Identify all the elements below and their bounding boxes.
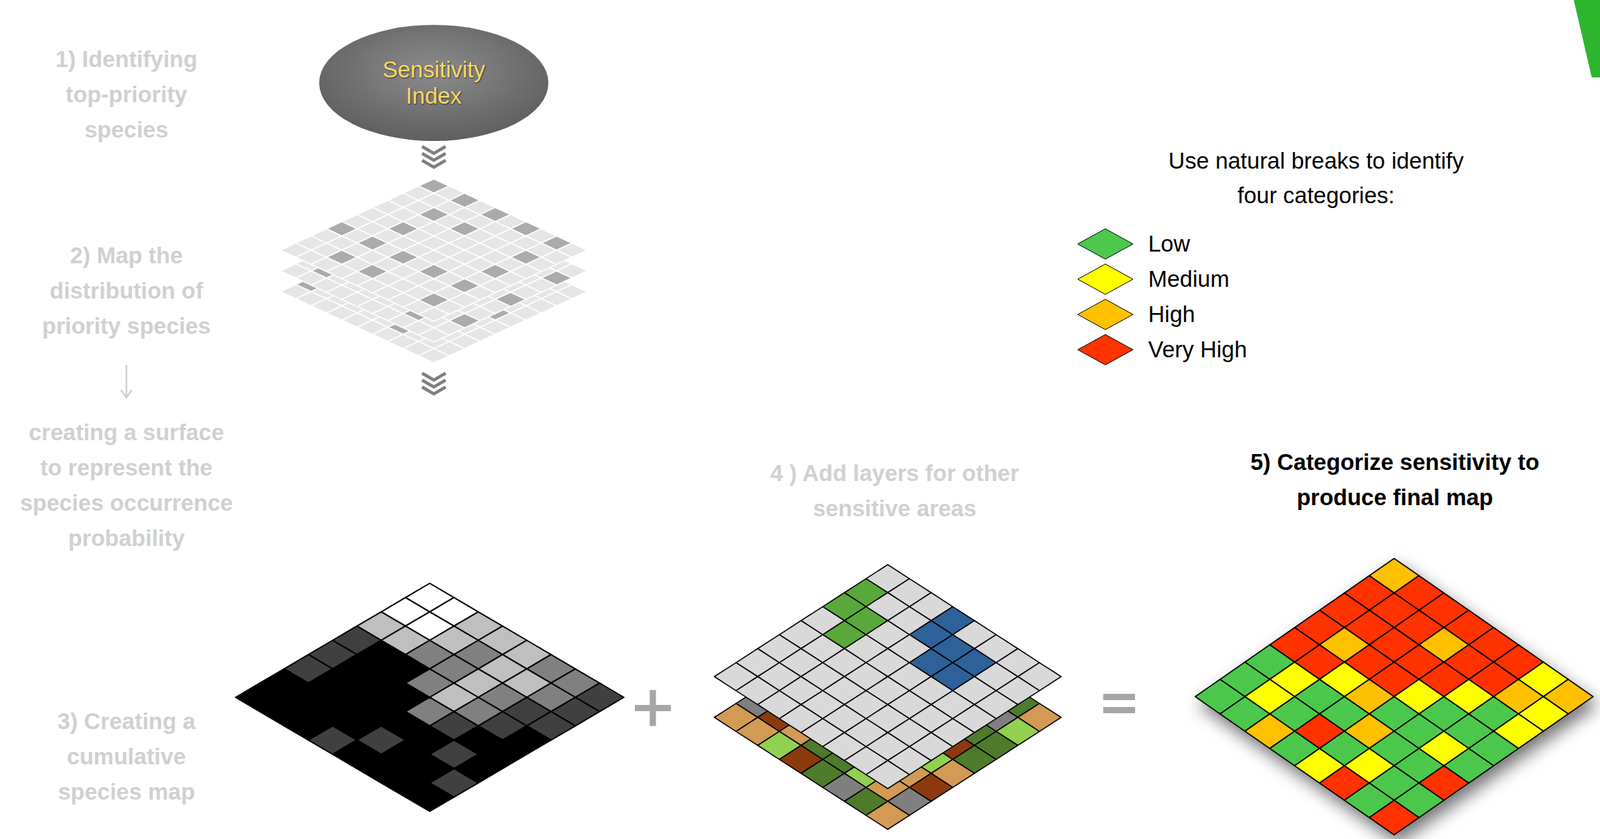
equals-sign	[1103, 706, 1136, 713]
legend-label: Very High	[1148, 336, 1247, 363]
legend-swatch	[1076, 227, 1135, 261]
legend-label: Low	[1148, 230, 1191, 257]
legend-item: Low	[1076, 225, 1247, 262]
step-arrow	[120, 364, 132, 398]
legend-swatch	[1076, 297, 1135, 331]
layer-cell	[418, 348, 450, 363]
node-label: Sensitivity Index	[357, 56, 510, 110]
legend-label: Medium	[1148, 265, 1230, 293]
step-label: 2) Map the distribution of priority spec…	[37, 237, 215, 344]
map-cell	[405, 782, 454, 812]
legend-heading: Use natural breaks to identify four cate…	[1153, 143, 1479, 213]
equals-sign	[1103, 693, 1136, 700]
legend-swatch	[1076, 332, 1135, 367]
diamond-swatch	[1077, 228, 1133, 260]
step-note: creating a surface to represent the spec…	[16, 414, 237, 556]
plus-sign	[650, 690, 657, 727]
chevron	[422, 153, 446, 161]
chevron	[422, 160, 446, 168]
species-layers	[280, 178, 588, 363]
legend-item: Medium	[1076, 261, 1247, 297]
down-chevrons	[422, 373, 446, 394]
land-cover-layer	[714, 605, 1062, 830]
map-cell	[866, 760, 910, 789]
step-label: 3) Creating a cumulative species map	[43, 703, 210, 809]
diamond-swatch	[1077, 263, 1133, 295]
cumulative-map	[235, 583, 624, 812]
species-layer	[280, 220, 588, 363]
corner-stripe	[1573, 0, 1600, 78]
diamond-swatch	[1077, 299, 1133, 330]
step-label: 4 ) Add layers for other sensitive areas	[746, 455, 1044, 526]
legend-item: Very High	[1076, 331, 1247, 367]
diamond-swatch	[1077, 334, 1133, 365]
species-layer	[280, 199, 588, 342]
map-cell	[1369, 800, 1419, 835]
step-label: 5) Categorize sensitivity to produce fin…	[1239, 444, 1551, 515]
down-chevrons	[422, 146, 446, 168]
layer-cell	[418, 327, 450, 342]
chevron	[422, 386, 446, 394]
circle-outline	[319, 24, 549, 141]
species-layer	[280, 178, 588, 322]
legend: LowMediumHighVery High	[1076, 225, 1247, 367]
step-label: 1) Identifying top-priority species	[43, 41, 210, 148]
legend-label: High	[1148, 301, 1196, 328]
legend-swatch	[1076, 262, 1135, 296]
chevron	[422, 146, 446, 154]
index-circle: Sensitivity Index	[318, 24, 550, 142]
sensitive-area-layer	[714, 564, 1062, 789]
legend-item: High	[1076, 296, 1247, 332]
final-map	[1195, 558, 1594, 835]
layer-cell	[418, 306, 450, 322]
map-cell	[866, 801, 910, 830]
chevron	[422, 379, 446, 387]
chevron	[422, 373, 446, 380]
